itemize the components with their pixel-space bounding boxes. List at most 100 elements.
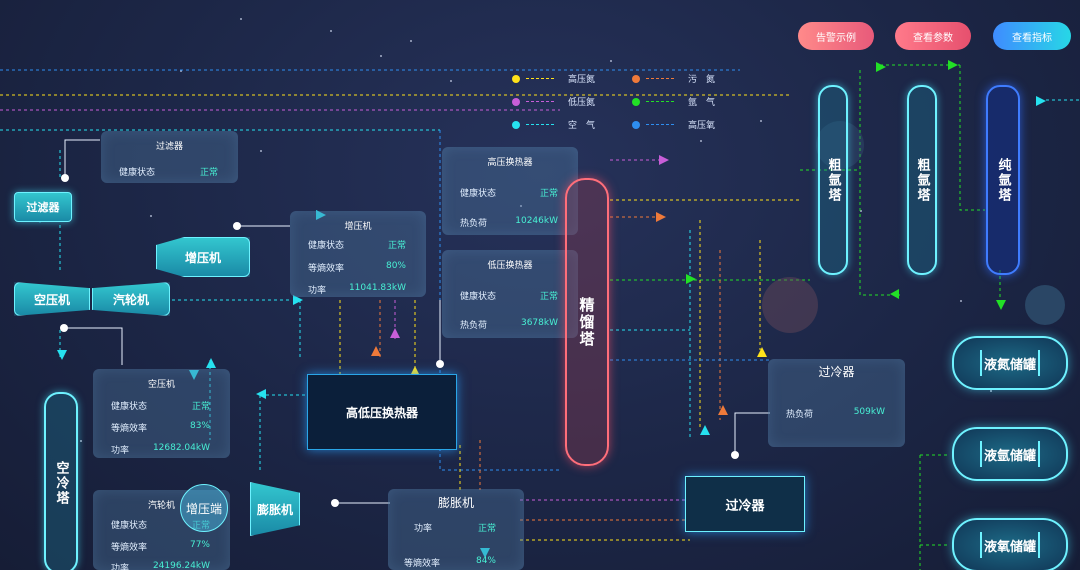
legend-label: 氩 气 bbox=[688, 98, 716, 108]
panel-value: 10246kW bbox=[515, 216, 558, 226]
legend-dot bbox=[632, 74, 640, 83]
filter-unit[interactable]: 过滤器 bbox=[14, 192, 72, 222]
panel-value: 3678kW bbox=[520, 318, 558, 328]
pure-argon-tower[interactable]: 纯氩塔 bbox=[986, 85, 1020, 275]
panel-value: 正常 bbox=[539, 189, 558, 199]
panel-key: 健康状态 bbox=[460, 292, 497, 302]
alarm-example-button[interactable]: 告警示例 bbox=[798, 22, 874, 50]
panel-value: 80% bbox=[385, 261, 406, 271]
filter-info-panel: 过滤器 健康状态 正常 bbox=[101, 131, 238, 183]
star bbox=[410, 40, 412, 42]
panel-title: 过冷器 bbox=[818, 365, 855, 379]
panel-key: 功率 bbox=[308, 286, 327, 296]
hp-heat-exchanger-panel: 高压换热器 健康状态 正常 热负荷 10246kW bbox=[442, 147, 578, 235]
legend-item: 低压氮 bbox=[512, 95, 595, 108]
star bbox=[990, 390, 992, 392]
panel-key: 热负荷 bbox=[460, 219, 488, 229]
panel-key: 等熵效率 bbox=[308, 264, 345, 274]
expander-unit[interactable]: 膨胀机 bbox=[250, 482, 300, 536]
star bbox=[80, 440, 82, 442]
panel-value: 84% bbox=[475, 556, 496, 566]
connector-dot bbox=[436, 360, 444, 368]
tower-label: 粗氩塔 bbox=[825, 157, 841, 203]
panel-value: 正常 bbox=[387, 241, 406, 251]
view-params-button[interactable]: 查看参数 bbox=[895, 22, 971, 50]
legend-label: 高压氧 bbox=[688, 121, 716, 131]
panel-key: 热负荷 bbox=[460, 321, 488, 331]
panel-value: 正常 bbox=[539, 292, 558, 302]
liquid-nitrogen-tank[interactable]: 液氮储罐 bbox=[952, 336, 1068, 390]
tower-label: 粗氩塔 bbox=[914, 157, 930, 203]
legend-label: 污 氮 bbox=[688, 75, 716, 85]
distillation-column[interactable]: 精馏塔 bbox=[565, 178, 609, 466]
panel-key: 功率 bbox=[111, 564, 130, 570]
legend-dot bbox=[512, 120, 520, 129]
panel-value: 24196.24kW bbox=[152, 561, 210, 570]
legend-label: 高压氮 bbox=[568, 75, 596, 85]
panel-title: 低压换热器 bbox=[487, 261, 533, 271]
subcooler-unit[interactable]: 过冷器 bbox=[685, 476, 805, 532]
subcooler-info-panel: 过冷器 热负荷 509kW bbox=[768, 359, 905, 447]
panel-key: 健康状态 bbox=[460, 189, 497, 199]
hp-lp-heat-exchanger[interactable]: 高低压换热器 bbox=[307, 374, 457, 450]
tower-label: 纯氩塔 bbox=[995, 157, 1011, 203]
star bbox=[260, 150, 262, 152]
star bbox=[860, 210, 862, 212]
connector-dot bbox=[331, 499, 339, 507]
star bbox=[180, 70, 182, 72]
air-compressor-unit[interactable]: 空压机 bbox=[14, 282, 90, 316]
tower-label: 空冷塔 bbox=[53, 460, 69, 506]
crude-argon-tower-1[interactable]: 粗氩塔 bbox=[818, 85, 848, 275]
panel-key: 健康状态 bbox=[111, 402, 148, 412]
star bbox=[380, 55, 382, 57]
legend-dot bbox=[512, 97, 520, 106]
star bbox=[610, 60, 612, 62]
star bbox=[520, 205, 522, 207]
panel-value: 83% bbox=[189, 421, 210, 431]
tower-label: 精馏塔 bbox=[577, 296, 596, 348]
booster-end-unit[interactable]: 增压端 bbox=[180, 484, 228, 532]
panel-key: 健康状态 bbox=[119, 168, 156, 178]
panel-title: 过滤器 bbox=[155, 142, 183, 152]
star bbox=[240, 18, 242, 20]
connector-dot bbox=[731, 451, 739, 459]
panel-value: 正常 bbox=[477, 524, 496, 534]
panel-value: 12682.04kW bbox=[152, 443, 210, 453]
air-cooling-tower[interactable]: 空冷塔 bbox=[44, 392, 78, 570]
panel-key: 等熵效率 bbox=[111, 424, 148, 434]
panel-value: 11041.83kW bbox=[348, 283, 406, 293]
liquid-oxygen-tank[interactable]: 液氧储罐 bbox=[952, 518, 1068, 570]
legend-dot bbox=[512, 74, 520, 83]
panel-value: 正常 bbox=[191, 402, 210, 412]
panel-key: 热负荷 bbox=[786, 410, 814, 420]
panel-key: 功率 bbox=[111, 446, 130, 456]
legend-item: 高压氧 bbox=[632, 118, 715, 131]
legend-label: 空 气 bbox=[568, 121, 596, 131]
legend-dot bbox=[632, 97, 640, 106]
legend-item: 污 氮 bbox=[632, 72, 715, 85]
star bbox=[150, 215, 152, 217]
crude-argon-tower-2[interactable]: 粗氩塔 bbox=[907, 85, 937, 275]
panel-title: 高压换热器 bbox=[487, 158, 533, 168]
connector-dot bbox=[60, 324, 68, 332]
view-metrics-button[interactable]: 查看指标 bbox=[993, 22, 1071, 50]
star bbox=[330, 30, 332, 32]
panel-key: 等熵效率 bbox=[111, 543, 148, 553]
panel-value: 509kW bbox=[853, 407, 885, 417]
steam-turbine-unit[interactable]: 汽轮机 bbox=[92, 282, 170, 316]
legend-item: 高压氮 bbox=[512, 72, 595, 85]
legend-item: 氩 气 bbox=[632, 95, 715, 108]
connector-dot bbox=[233, 222, 241, 230]
panel-title: 增压机 bbox=[344, 222, 372, 232]
panel-key: 功率 bbox=[414, 524, 433, 534]
legend-dot bbox=[632, 120, 640, 129]
connector-dot bbox=[61, 174, 69, 182]
booster-unit[interactable]: 增压机 bbox=[156, 237, 250, 277]
panel-value: 正常 bbox=[199, 168, 218, 178]
liquid-argon-tank[interactable]: 液氩储罐 bbox=[952, 427, 1068, 481]
